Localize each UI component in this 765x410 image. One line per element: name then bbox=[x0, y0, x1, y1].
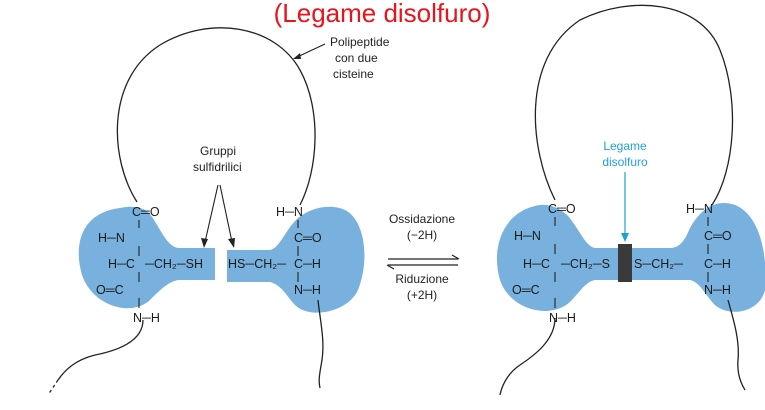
label-sulfhydryl-1: Gruppi bbox=[200, 144, 236, 158]
sulfhydryl-pointer-left bbox=[204, 184, 219, 243]
label-reduction-sub: (+2H) bbox=[407, 288, 437, 302]
label-oxidation-sub: (−2H) bbox=[407, 228, 437, 242]
r-left-h-n: H─N bbox=[514, 229, 541, 243]
label-polypeptide-2: con due bbox=[335, 51, 378, 65]
left-c-eq-o: C═O bbox=[132, 205, 160, 219]
right-c-h: C─H bbox=[294, 257, 321, 271]
right-chain-tail-a bbox=[499, 317, 556, 396]
label-disulfide-2: disolfuro bbox=[602, 155, 648, 169]
left-cysteine-blob-left bbox=[78, 206, 215, 309]
right-polypeptide-loop bbox=[534, 4, 734, 206]
r-right-s-ch2: S─CH₂─ bbox=[634, 257, 683, 271]
left-cysteine-blob-right bbox=[227, 206, 365, 313]
label-sulfhydryl-2: sulfidrilici bbox=[193, 160, 242, 174]
right-c-eq-o: C═O bbox=[294, 231, 322, 245]
left-chain-tail-a-dash bbox=[47, 379, 59, 396]
left-n-h-bottom: N─H bbox=[133, 311, 160, 325]
label-oxidation: Ossidazione bbox=[389, 212, 455, 226]
right-n-h: N─H bbox=[294, 283, 321, 297]
r-right-h-n: H─N bbox=[686, 202, 713, 216]
left-chain-tail-b bbox=[317, 299, 324, 389]
left-chain-tail-a bbox=[57, 319, 144, 381]
sulfhydryl-pointer-right bbox=[219, 184, 233, 243]
left-polypeptide-loop bbox=[116, 27, 316, 206]
r-left-ch2-s: ─CH₂─S bbox=[560, 257, 610, 271]
title-fragment: (Legame disolfuro) bbox=[274, 0, 491, 28]
left-ch2-sh: ─CH₂─SH bbox=[144, 257, 203, 271]
left-h-n: H─N bbox=[98, 231, 125, 245]
left-o-eq-c: O═C bbox=[96, 283, 124, 297]
left-hs-ch2: HS─CH₂─ bbox=[228, 257, 286, 271]
r-left-c-eq-o: C═O bbox=[548, 202, 576, 216]
r-left-h-c: H─C bbox=[523, 257, 550, 271]
right-chain-tail-b bbox=[727, 299, 746, 391]
label-polypeptide-3: cisteine bbox=[333, 67, 374, 81]
label-reduction: Riduzione bbox=[395, 272, 449, 286]
label-disulfide-1: Legame bbox=[603, 139, 647, 153]
r-right-c-eq-o: C═O bbox=[704, 229, 732, 243]
r-left-n-h: N─H bbox=[549, 311, 576, 325]
r-left-o-eq-c: O═C bbox=[512, 283, 540, 297]
left-h-c: H─C bbox=[108, 257, 135, 271]
r-right-c-h: C─H bbox=[704, 257, 731, 271]
disulfide-bond-block bbox=[618, 244, 632, 282]
right-h-n-top: H─N bbox=[276, 205, 303, 219]
r-right-n-h: N─H bbox=[704, 283, 731, 297]
label-polypeptide-1: Polipeptide bbox=[330, 35, 390, 49]
